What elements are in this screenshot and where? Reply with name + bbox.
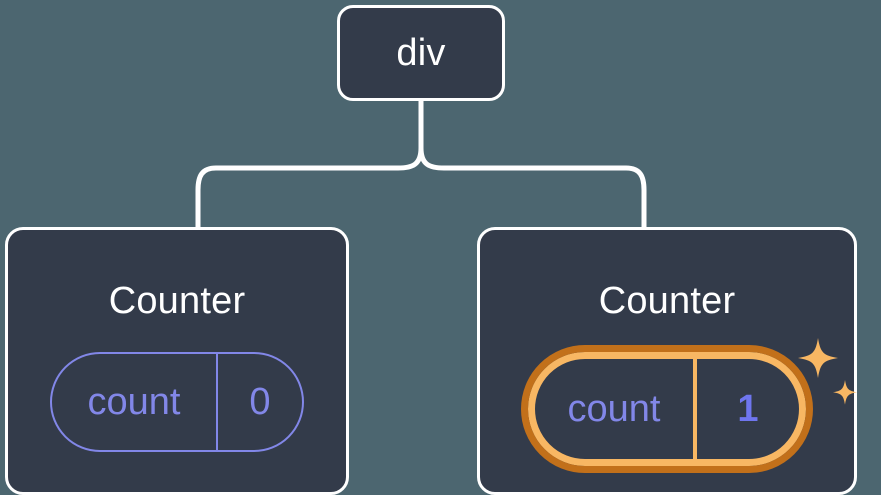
sparkle-small-icon: [833, 380, 857, 405]
connector-to-right-child: [418, 145, 647, 230]
state-value-right: 1: [737, 388, 759, 430]
node-counter-right[interactable]: Counter count 1: [477, 227, 857, 495]
state-pill-wrapper-left: count 0: [50, 352, 304, 452]
node-counter-right-label: Counter: [598, 280, 736, 322]
node-root-div[interactable]: div: [337, 5, 505, 101]
sparkle-icon: [798, 338, 838, 378]
node-counter-left-label: Counter: [108, 280, 246, 322]
state-value-left: 0: [249, 381, 271, 423]
state-pill-wrapper-right: count 1: [521, 338, 857, 473]
node-root-label: div: [396, 32, 446, 74]
connector-to-left-child: [195, 145, 424, 230]
state-key-right: count: [535, 359, 697, 459]
state-key-left: count: [52, 354, 218, 450]
node-counter-left[interactable]: Counter count 0: [5, 227, 349, 495]
state-pill-right[interactable]: count 1: [521, 345, 813, 473]
state-pill-left[interactable]: count 0: [50, 352, 304, 452]
